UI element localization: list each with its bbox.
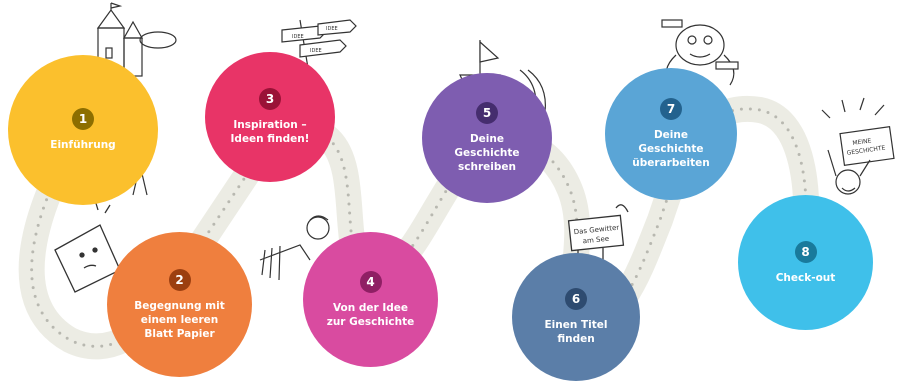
step-5-write-story: 5 Deine Geschichte schreiben xyxy=(422,73,552,203)
step-4-from-idea-to-story: 4 Von der Idee zur Geschichte xyxy=(303,232,438,367)
title-sign-illustration: Das Gewitter am See xyxy=(567,204,629,272)
sign-text-line-2: am See xyxy=(582,235,609,246)
step-8-check-out: 8 Check-out xyxy=(738,195,873,330)
svg-text:IDEE: IDEE xyxy=(326,26,338,32)
step-1-introduction: 1 Einführung xyxy=(8,55,158,205)
step-6-find-title: 6 Einen Titel finden xyxy=(512,253,640,381)
step-number-badge: 6 xyxy=(565,288,587,310)
step-number-badge: 1 xyxy=(72,108,94,130)
svg-text:IDEE: IDEE xyxy=(292,34,304,40)
step-number-badge: 2 xyxy=(168,268,191,291)
step-number-badge: 7 xyxy=(660,98,682,120)
step-label: Von der Idee zur Geschichte xyxy=(326,301,415,328)
step-number-badge: 5 xyxy=(476,102,498,124)
cheering-kid-illustration: MEINE GESCHICHTE xyxy=(821,97,895,195)
step-number-badge: 4 xyxy=(359,270,382,293)
step-2-blank-paper: 2 Begegnung mit einem leeren Blatt Papie… xyxy=(107,232,252,377)
step-label: Deine Geschichte schreiben xyxy=(454,133,520,173)
svg-text:IDEE: IDEE xyxy=(310,48,322,54)
step-label: Einen Titel finden xyxy=(544,319,608,345)
step-label: Check-out xyxy=(775,271,836,284)
blank-paper-illustration xyxy=(54,199,121,293)
signpost-illustration: IDEE IDEE IDEE xyxy=(281,19,357,81)
step-label: Inspiration – Ideen finden! xyxy=(230,119,310,145)
book-text-line-1: MEINE xyxy=(852,137,872,147)
step-label: Einführung xyxy=(50,139,116,151)
step-7-revise-story: 7 Deine Geschichte überarbeiten xyxy=(605,68,737,200)
child-writing-illustration xyxy=(259,215,330,281)
step-number-badge: 3 xyxy=(259,88,281,110)
step-3-inspiration: 3 Inspiration – Ideen finden! xyxy=(205,52,335,182)
step-label: Begegnung mit einem leeren Blatt Papier xyxy=(134,299,225,340)
step-label: Deine Geschichte überarbeiten xyxy=(632,129,710,169)
step-number-badge: 8 xyxy=(794,240,817,263)
